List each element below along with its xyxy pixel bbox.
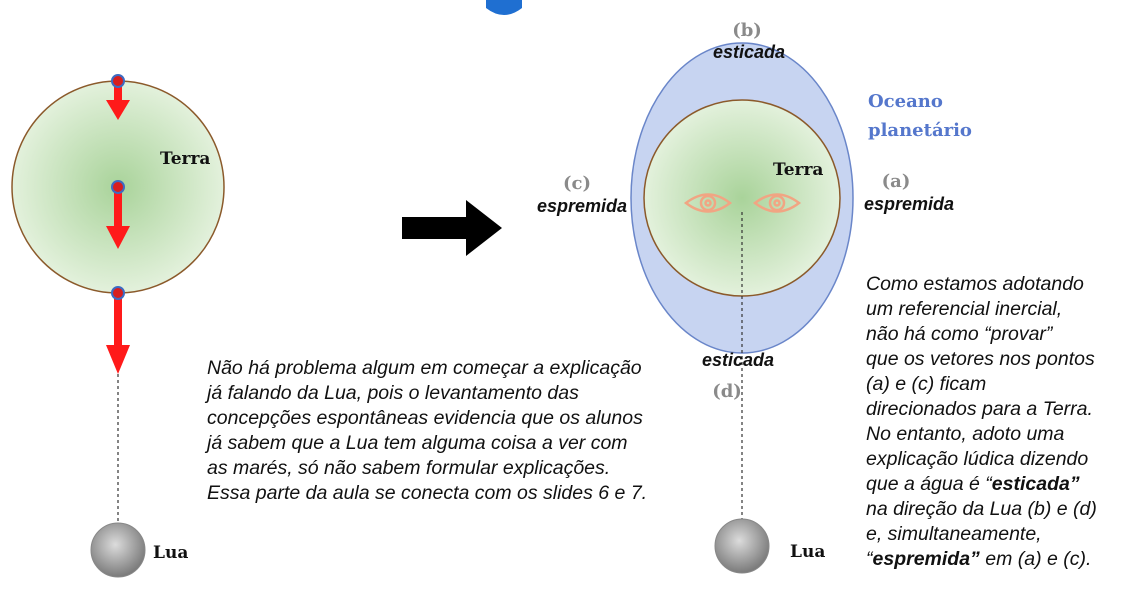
left-moon — [90, 522, 146, 578]
left-earth-label: Terra — [160, 149, 210, 169]
label-a-letter: (a) — [882, 171, 911, 192]
top-accent-shape — [486, 0, 522, 15]
label-a-word: espremida — [864, 194, 954, 214]
note-right: Como estamos adotando um referencial ine… — [866, 272, 1118, 572]
label-b-word: esticada — [713, 42, 785, 62]
note-right-line: Como estamos adotando — [866, 273, 1084, 295]
note-right-line: direcionados para a Terra. — [866, 398, 1093, 420]
left-moon-label: Lua — [153, 543, 188, 563]
right-diagram: Terra Oceano planetário (b) esticada (c)… — [537, 20, 972, 574]
label-c-word: espremida — [537, 196, 627, 216]
ocean-label-line1: Oceano — [868, 91, 943, 112]
note-right-line: um referencial inercial, — [866, 298, 1063, 320]
note-right-emphasis: espremida” — [872, 548, 980, 570]
right-arrow-icon — [402, 200, 502, 256]
label-d-word: esticada — [702, 350, 774, 370]
left-diagram: Terra Lua — [11, 74, 225, 578]
label-c-letter: (c) — [563, 173, 591, 194]
point-top — [111, 74, 125, 88]
label-b-letter: (b) — [732, 20, 762, 41]
note-right-line: “espremida” em (a) e (c). — [866, 547, 1118, 572]
note-right-line: (a) e (c) ficam — [866, 373, 987, 395]
note-right-text: que a água é “ — [866, 473, 992, 495]
note-right-line: que a água é “esticada” — [866, 472, 1118, 497]
note-left-line: Essa parte da aula se conecta com os sli… — [207, 482, 648, 504]
label-d-letter: (d) — [712, 381, 742, 402]
note-left-line: Não há problema algum em começar a expli… — [207, 357, 642, 379]
eye-icon — [683, 193, 733, 213]
right-earth-label: Terra — [773, 160, 823, 180]
force-arrow-middle — [106, 188, 130, 249]
force-arrow-bottom — [106, 295, 130, 374]
ocean-label-line2: planetário — [868, 120, 972, 141]
note-right-emphasis: esticada” — [991, 473, 1080, 495]
force-arrow-top — [106, 82, 130, 120]
note-right-text: “ — [866, 548, 873, 570]
eye-icon — [752, 193, 802, 213]
point-bottom — [111, 286, 125, 300]
note-right-line: que os vetores nos pontos — [866, 348, 1095, 370]
note-right-text: em (a) e (c). — [979, 548, 1092, 570]
note-left-line: já sabem que a Lua tem alguma coisa a ve… — [207, 432, 628, 454]
right-moon — [714, 518, 770, 574]
note-left-line: já falando da Lua, pois o levantamento d… — [207, 382, 579, 404]
note-left-line: as marés, só não sabem formular explicaç… — [207, 457, 611, 479]
note-right-line: e, simultaneamente, — [866, 523, 1042, 545]
note-left: Não há problema algum em começar a expli… — [207, 356, 707, 506]
note-right-line: No entanto, adoto uma — [866, 423, 1065, 445]
point-center — [111, 180, 125, 194]
note-right-line: explicação lúdica dizendo — [866, 448, 1089, 470]
note-right-line: na direção da Lua (b) e (d) — [866, 498, 1097, 520]
note-left-line: concepções espontâneas evidencia que os … — [207, 407, 643, 429]
note-right-line: não há como “provar” — [866, 323, 1053, 345]
right-moon-label: Lua — [790, 542, 825, 562]
